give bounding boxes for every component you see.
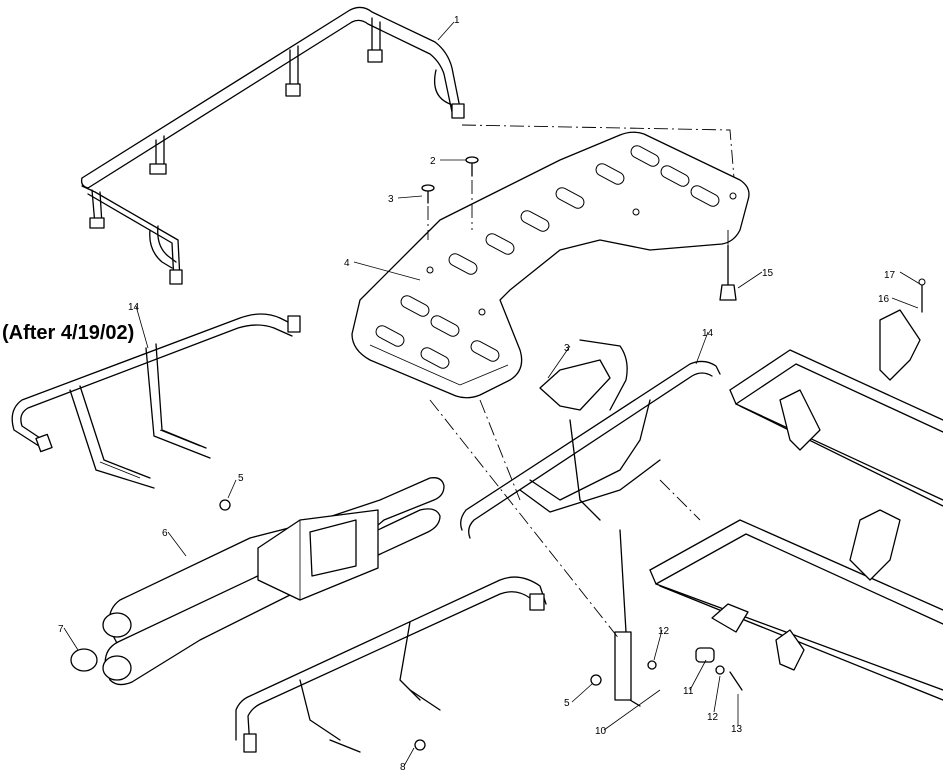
callout-14-left: 14 [128,302,140,313]
callout-6: 6 [162,528,168,539]
middle-rail-assembly [460,339,721,707]
upper-left-rail [11,313,301,489]
callout-5-top: 5 [238,473,244,484]
callout-10: 10 [595,726,607,737]
rack-plate [351,131,750,399]
callout-2: 2 [430,156,436,167]
callout-numbers: 1 2 3 4 15 17 16 14 3 14 5 6 7 12 11 12 … [58,15,896,773]
callout-17: 17 [884,270,896,281]
callout-7: 7 [58,624,64,635]
callout-14-right: 14 [702,328,714,339]
callout-12-top: 12 [658,626,670,637]
callout-16: 16 [878,294,890,305]
rear-rack-rail [80,6,465,285]
callout-13: 13 [731,724,743,735]
callout-3-top: 3 [388,194,394,205]
callout-4: 4 [344,258,350,269]
callout-3-mid: 3 [564,343,570,354]
callout-5-bottom: 5 [564,698,570,709]
lower-front-rail [235,576,547,753]
guide-line [429,399,621,641]
guide-line-3 [659,479,701,521]
callout-8: 8 [400,762,406,772]
leader-lines [63,21,921,767]
vehicle-frame [649,309,943,701]
alignment-line [461,124,736,191]
revision-caption: (After 4/19/02) [2,322,135,344]
callout-11: 11 [683,686,694,697]
guide-line-2 [479,399,521,501]
callout-1: 1 [454,15,460,26]
callout-12-bottom: 12 [707,712,719,723]
callout-15: 15 [762,268,774,279]
fastener-bolts [421,156,926,313]
bumper-assembly [70,477,445,686]
